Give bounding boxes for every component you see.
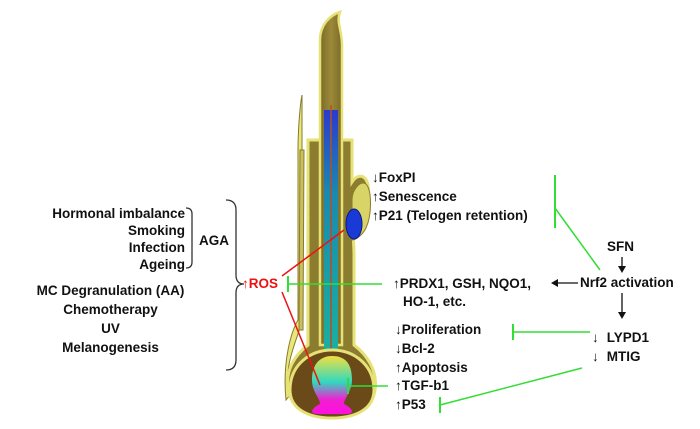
nrf2-activation-label: Nrf2 activation bbox=[580, 275, 674, 290]
bcl2-arrow: ↓ bbox=[395, 341, 402, 356]
nrf2-to-lypd1-arrowhead bbox=[618, 312, 626, 319]
sfn-to-nrf2-arrowhead bbox=[618, 266, 626, 273]
lypd1-arrow: ↓ bbox=[592, 330, 599, 345]
p53-text: P53 bbox=[401, 397, 426, 412]
senescence-arrow: ↑ bbox=[372, 189, 379, 204]
p21-arrow: ↑ bbox=[372, 208, 379, 223]
tgf-b1-arrow: ↑ bbox=[395, 378, 402, 393]
lypd1-text: LYPD1 bbox=[606, 330, 650, 345]
proliferation-text: Proliferation bbox=[401, 322, 482, 337]
p21-text: P21 (Telogen retention) bbox=[378, 208, 528, 223]
ros-label: ↑ROS bbox=[242, 276, 278, 292]
aga-brace bbox=[185, 207, 193, 269]
effect-tgf-b1: ↑TGF-b1 bbox=[395, 378, 449, 394]
antioxidants-line2: HO-1, etc. bbox=[403, 294, 467, 309]
antioxidants-arrow: ↑ bbox=[393, 276, 400, 291]
tgf-b1-text: TGF-b1 bbox=[401, 378, 449, 393]
cause-melanogenesis: Melanogenesis bbox=[62, 340, 159, 355]
mtig-label: ↓ MTIG bbox=[592, 349, 641, 365]
dermal-papilla bbox=[312, 356, 352, 414]
p53-arrow: ↑ bbox=[395, 397, 402, 412]
follicle-outer-sheath bbox=[284, 94, 303, 402]
cause-hormonal-imbalance: Hormonal imbalance bbox=[52, 206, 185, 221]
cause-uv: UV bbox=[101, 321, 120, 336]
mtig-arrow: ↓ bbox=[592, 349, 599, 364]
ros-text: ROS bbox=[248, 276, 279, 291]
senescence-text: Senescence bbox=[378, 189, 457, 204]
lypd1-label: ↓ LYPD1 bbox=[592, 330, 649, 346]
cause-ageing: Ageing bbox=[139, 257, 185, 272]
effect-bcl2: ↓Bcl-2 bbox=[395, 341, 435, 357]
ros-up-arrow: ↑ bbox=[242, 276, 249, 291]
proliferation-arrow: ↓ bbox=[395, 322, 402, 337]
foxpi-text: FoxPI bbox=[378, 170, 416, 185]
effect-apoptosis: ↑Apoptosis bbox=[395, 360, 468, 376]
foxpi-arrow: ↓ bbox=[372, 170, 379, 185]
cause-infection: Infection bbox=[128, 240, 185, 255]
gland-blue-cell bbox=[345, 208, 363, 240]
mtig-inhibits-p53 bbox=[439, 367, 583, 406]
cause-smoking: Smoking bbox=[127, 223, 185, 238]
mtig-text: MTIG bbox=[606, 349, 641, 364]
antioxidants-line1: ↑PRDX1, GSH, NQO1, bbox=[393, 276, 531, 292]
aga-label: AGA bbox=[199, 233, 229, 248]
ros-to-gland-arrow bbox=[281, 229, 345, 277]
apoptosis-text: Apoptosis bbox=[401, 360, 468, 375]
sfn-label: SFN bbox=[607, 239, 634, 254]
cause-chemotherapy: Chemotherapy bbox=[63, 302, 158, 317]
cause-mc-degranulation: MC Degranulation (AA) bbox=[36, 283, 185, 298]
ros-to-bulb-arrow bbox=[281, 291, 321, 386]
nrf2-to-antioxidants-arrowhead bbox=[551, 279, 558, 287]
effect-proliferation: ↓Proliferation bbox=[395, 322, 481, 338]
antioxidants-text1: PRDX1, GSH, NQO1, bbox=[399, 276, 532, 291]
effect-p21: ↑P21 (Telogen retention) bbox=[372, 208, 528, 224]
effect-senescence: ↑Senescence bbox=[372, 189, 457, 205]
nrf2-inhibits-senescence bbox=[554, 207, 601, 271]
bcl2-text: Bcl-2 bbox=[401, 341, 435, 356]
effect-foxpi: ↓FoxPI bbox=[372, 170, 416, 186]
effect-p53: ↑P53 bbox=[395, 397, 426, 413]
left-sheath-strand bbox=[298, 149, 305, 331]
apoptosis-arrow: ↑ bbox=[395, 360, 402, 375]
causes-brace bbox=[225, 199, 245, 371]
